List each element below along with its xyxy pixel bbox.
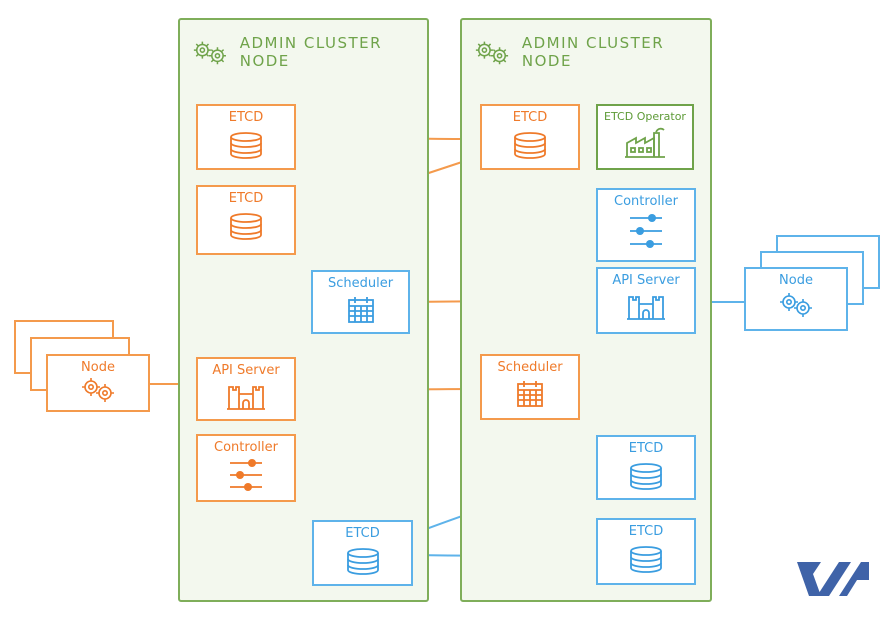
- controller-box-left: Controller: [196, 434, 296, 502]
- api-server-box-right: API Server: [596, 267, 696, 334]
- api-server-label: API Server: [612, 273, 680, 288]
- cluster-title: ADMIN CLUSTER NODE: [521, 34, 665, 70]
- database-icon: [230, 213, 262, 240]
- etcd-label: ETCD: [628, 441, 664, 456]
- node-label: Node: [81, 360, 115, 375]
- factory-icon: [625, 127, 665, 158]
- gears-icon: [82, 378, 114, 402]
- etcd-box-left-second: ETCD: [196, 185, 296, 255]
- etcd-box-left-top: ETCD: [196, 104, 296, 170]
- calendar-icon: [347, 297, 374, 323]
- scheduler-label: Scheduler: [497, 360, 563, 375]
- ovh-logo: [797, 562, 869, 596]
- etcd-box-right-third: ETCD: [596, 435, 696, 500]
- etcd-label: ETCD: [228, 191, 264, 206]
- etcd-operator-label: ETCD Operator: [604, 110, 686, 123]
- database-icon: [514, 132, 546, 159]
- node-stack-right: Node: [744, 235, 880, 339]
- etcd-box-left-bottom: ETCD: [312, 520, 413, 586]
- etcd-box-right-top: ETCD: [480, 104, 580, 170]
- node-card-front: Node: [744, 267, 848, 331]
- etcd-label: ETCD: [512, 110, 548, 125]
- node-label: Node: [779, 273, 813, 288]
- scheduler-box-right: Scheduler: [480, 354, 580, 420]
- node-stack-left: Node: [14, 320, 154, 420]
- castle-icon: [627, 296, 665, 320]
- etcd-label: ETCD: [345, 526, 380, 541]
- database-icon: [230, 132, 262, 159]
- cluster-title: ADMIN CLUSTER NODE: [239, 34, 383, 70]
- controller-label: Controller: [214, 440, 278, 455]
- gears-icon: [780, 293, 812, 317]
- scheduler-box-left: Scheduler: [311, 270, 410, 334]
- database-icon: [630, 463, 662, 490]
- api-server-label: API Server: [212, 363, 280, 378]
- sliders-icon: [630, 214, 662, 248]
- sliders-icon: [230, 459, 262, 491]
- etcd-label: ETCD: [228, 110, 264, 125]
- etcd-box-right-bottom: ETCD: [596, 518, 696, 585]
- scheduler-label: Scheduler: [327, 276, 394, 291]
- calendar-icon: [517, 381, 543, 407]
- etcd-operator-box: ETCD Operator: [596, 104, 694, 170]
- castle-icon: [227, 386, 265, 410]
- cluster-header-right: ADMIN CLUSTER NODE: [474, 34, 710, 70]
- cluster-header-left: ADMIN CLUSTER NODE: [192, 34, 427, 70]
- etcd-label: ETCD: [628, 524, 664, 539]
- gears-icon: [475, 41, 509, 65]
- gears-icon: [193, 41, 226, 65]
- controller-box-right: Controller: [596, 188, 696, 262]
- node-card-front: Node: [46, 354, 150, 412]
- api-server-box-left: API Server: [196, 357, 296, 421]
- database-icon: [630, 546, 662, 573]
- controller-label: Controller: [614, 194, 678, 209]
- database-icon: [346, 548, 379, 575]
